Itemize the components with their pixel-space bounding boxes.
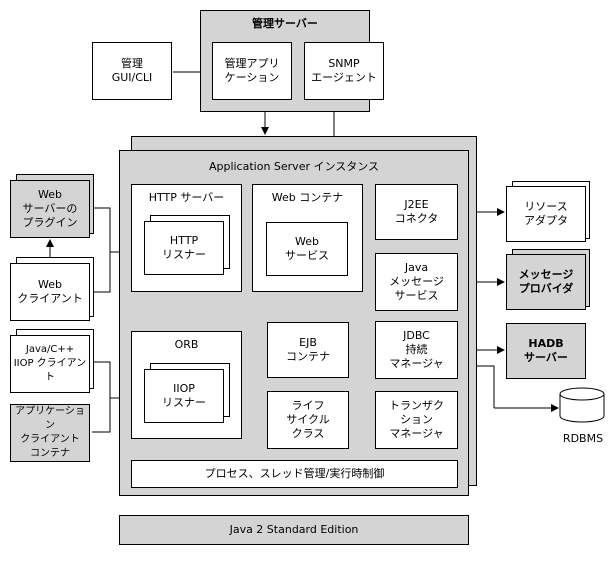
plugin-box: Web サーバーの プラグイン	[10, 180, 90, 238]
web-client-label: Web クライアント	[17, 278, 83, 305]
j2ee-connector-label: J2EE コネクタ	[394, 198, 439, 225]
app-client-label: アプリケーション クライアント コンテナ	[15, 406, 85, 459]
snmp-agent-label: SNMP エージェント	[311, 57, 377, 84]
msg-provider-box: メッセージ プロバイダ	[506, 254, 586, 310]
instance-title: Application Server インスタンス	[208, 160, 380, 173]
iiop-listener-label: IIOP リスナー	[162, 382, 206, 409]
snmp-agent-box: SNMP エージェント	[304, 42, 384, 100]
mgmt-server-title: 管理サーバー	[252, 17, 318, 30]
javaclient-line	[94, 361, 111, 398]
msg-provider-label: メッセージ プロバイダ	[518, 268, 574, 295]
app-client-box: アプリケーション クライアント コンテナ	[10, 404, 90, 462]
resource-adapter-label: リソース アダプタ	[524, 200, 568, 227]
jdbc-box: JDBC 持続 マネージャ	[375, 321, 458, 379]
j2ee-connector-box: J2EE コネクタ	[375, 184, 458, 240]
iiop-listener-box: IIOP リスナー	[144, 369, 224, 423]
appclient-line	[92, 398, 111, 433]
java-client-label: Java/C++ IIOP クライアント	[13, 344, 87, 383]
http-listener-label: HTTP リスナー	[162, 234, 206, 261]
jms-label: Java メッセージ サービス	[389, 261, 444, 302]
mgmt-gui-box: 管理 GUI/CLI	[92, 42, 172, 100]
http-listener-box: HTTP リスナー	[144, 221, 224, 275]
plugin-label: Web サーバーの プラグイン	[22, 188, 78, 229]
web-services-label: Web サービス	[285, 235, 329, 262]
orb-label: ORB	[174, 338, 199, 351]
process-label: プロセス、スレッド管理/実行時制御	[204, 467, 385, 480]
lifecycle-box: ライフ サイクル クラス	[267, 391, 349, 449]
transaction-box: トランザク ション マネージャ	[375, 391, 458, 449]
web-container-label: Web コンテナ	[271, 191, 344, 204]
transaction-label: トランザク ション マネージャ	[389, 399, 444, 440]
jms-box: Java メッセージ サービス	[375, 253, 458, 311]
ejb-container-box: EJB コンテナ	[267, 322, 349, 378]
mgmt-app-box: 管理アプリ ケーション	[212, 42, 292, 100]
java2-label: Java 2 Standard Edition	[229, 523, 359, 536]
lifecycle-label: ライフ サイクル クラス	[286, 399, 330, 440]
resource-adapter-box: リソース アダプタ	[506, 186, 586, 242]
hadb-label: HADB サーバー	[524, 337, 568, 364]
mgmt-gui-label: 管理 GUI/CLI	[111, 57, 153, 84]
java-client-box: Java/C++ IIOP クライアント	[10, 335, 90, 393]
webclient-line	[94, 252, 111, 293]
hadb-box: HADB サーバー	[506, 323, 586, 379]
rdbms-label: RDBMS	[562, 432, 604, 445]
rdbms-cylinder-icon	[559, 387, 605, 423]
web-services-box: Web サービス	[266, 222, 348, 276]
http-server-label: HTTP サーバー	[148, 191, 225, 204]
java2-box: Java 2 Standard Edition	[119, 515, 469, 545]
mgmt-app-label: 管理アプリ ケーション	[224, 57, 280, 84]
web-client-box: Web クライアント	[10, 263, 90, 321]
ejb-container-label: EJB コンテナ	[286, 336, 330, 363]
jdbc-label: JDBC 持続 マネージャ	[389, 329, 444, 370]
plugin-line	[92, 207, 111, 252]
process-bar: プロセス、スレッド管理/実行時制御	[131, 460, 458, 488]
